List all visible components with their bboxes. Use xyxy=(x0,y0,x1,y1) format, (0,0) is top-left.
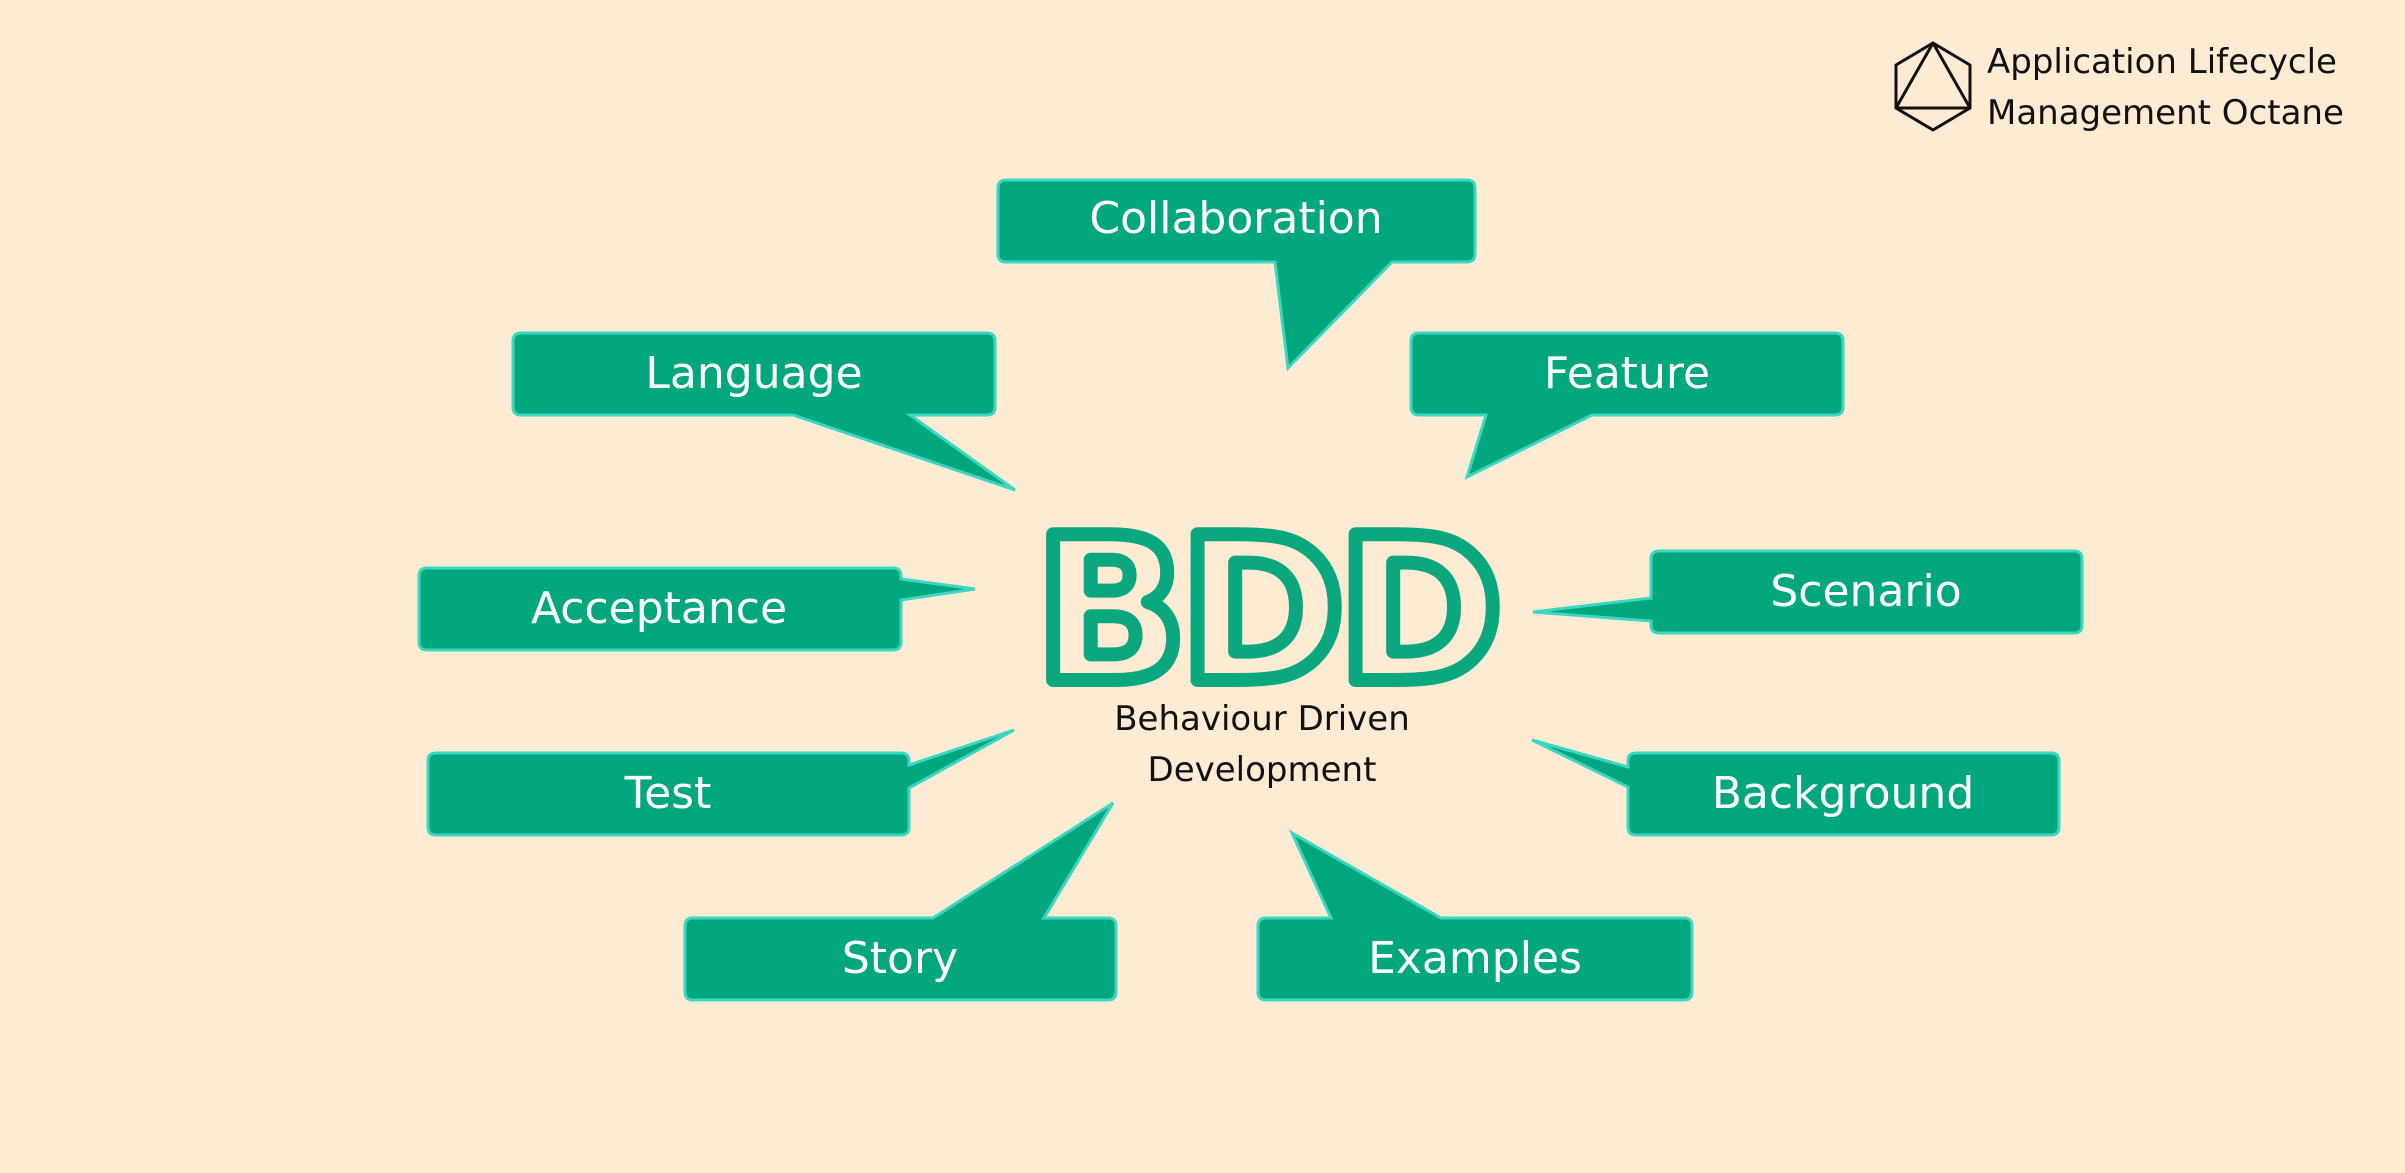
bubble-collaboration-shape xyxy=(996,178,1477,372)
bubble-scenario-label: Scenario xyxy=(1770,566,1961,617)
bubble-examples-label: Examples xyxy=(1368,933,1582,984)
bubble-language-shape xyxy=(511,331,1016,492)
bubble-background: Background xyxy=(1531,738,2061,837)
bubble-feature-shape xyxy=(1409,331,1845,480)
bubble-test-label: Test xyxy=(624,768,712,819)
bubble-test: Test xyxy=(426,728,1015,837)
bubble-examples-shape xyxy=(1256,829,1694,1002)
bubble-scenario-shape xyxy=(1532,549,2084,635)
logo-line-2: Management Octane xyxy=(1987,93,2344,133)
center-block: BDD Behaviour Driven Development xyxy=(1028,488,1510,790)
bubble-feature-label: Feature xyxy=(1544,348,1710,399)
bubble-background-shape xyxy=(1531,738,2061,837)
logo-line-1: Application Lifecycle xyxy=(1987,42,2337,82)
bubble-acceptance: Acceptance xyxy=(417,566,976,652)
bubble-test-shape xyxy=(426,728,1015,837)
bubble-examples: Examples xyxy=(1256,829,1694,1002)
bubble-story-label: Story xyxy=(842,933,958,984)
bdd-title: BDD xyxy=(1035,495,1495,728)
bubble-story-shape xyxy=(683,801,1118,1002)
bubble-story: Story xyxy=(683,801,1118,1002)
bdd-subtitle-line-2: Development xyxy=(1148,750,1377,790)
bubble-feature: Feature xyxy=(1409,331,1845,480)
bubble-language: Language xyxy=(511,331,1016,492)
bubble-acceptance-shape xyxy=(417,566,976,652)
logo: Application Lifecycle Management Octane xyxy=(1894,41,2344,133)
octahedron-icon xyxy=(1894,41,1972,132)
bubble-acceptance-label: Acceptance xyxy=(531,583,787,634)
bubble-background-label: Background xyxy=(1712,768,1975,819)
bdd-subtitle-line-1: Behaviour Driven xyxy=(1114,699,1410,739)
bubble-language-label: Language xyxy=(645,348,862,399)
bubble-collaboration-label: Collaboration xyxy=(1089,193,1382,244)
bubble-scenario: Scenario xyxy=(1532,549,2084,635)
bubble-collaboration: Collaboration xyxy=(996,178,1477,372)
